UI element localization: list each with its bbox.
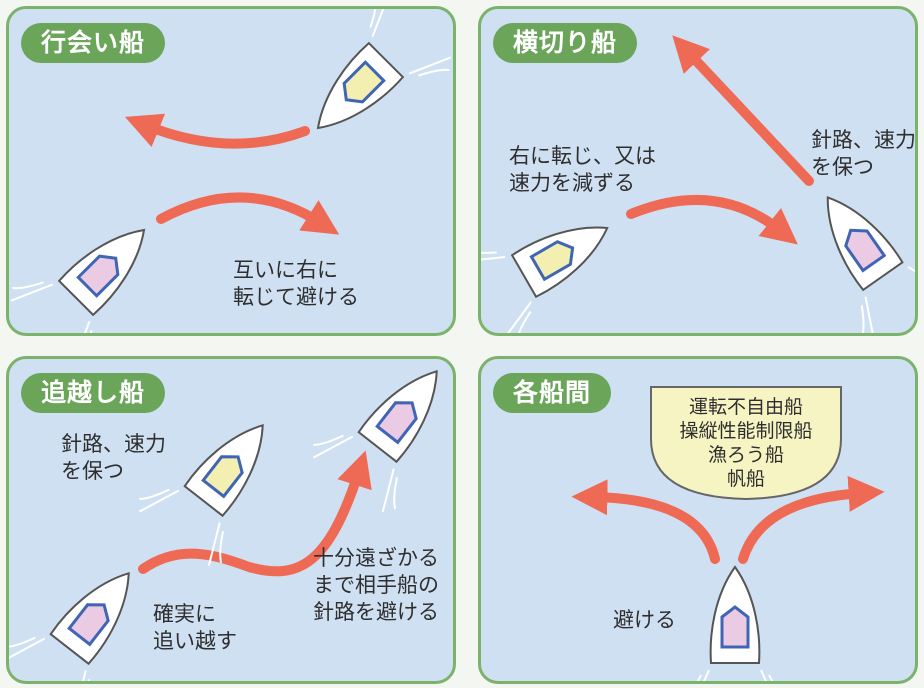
boat-crossing-give-way xyxy=(481,226,609,333)
panel-head-on: 行会い船 互いに右に 転じて避ける xyxy=(6,6,456,336)
head-on-caption: 互いに右に 転じて避ける xyxy=(233,258,359,309)
between-vessels-caption: 避ける xyxy=(613,608,676,632)
panel-between-vessels: 各船間 運転不自由船 操縦性能制限船 漁ろう船 帆船 避ける xyxy=(478,356,918,684)
overtaking-keep-clear-caption: 十分遠ざかる まで相手船の 針路を避ける xyxy=(313,546,439,624)
crossing-arrow-give-way xyxy=(626,194,798,245)
overtaking-caption: 確実に 追い越す xyxy=(153,602,237,653)
panel-crossing: 横切り船 右に転じ、又は 速力を減ずる 針路、速力 を保つ xyxy=(478,6,918,336)
boat-crossing-stand-on xyxy=(826,196,915,333)
crossing-scene xyxy=(481,35,915,333)
overtaking-scene xyxy=(9,369,438,681)
between-arrow-left xyxy=(571,479,720,564)
priority-vessels-dome xyxy=(650,386,842,501)
overtaking-arrow xyxy=(138,450,372,577)
boat-own-head-on xyxy=(10,228,146,333)
panel-overtaking: 追越し船 針路、速力 を保つ 確実に 追い越す 十分遠ざかる まで相手船の 針路… xyxy=(6,356,456,684)
between-arrow-right xyxy=(738,475,885,564)
boat-oncoming xyxy=(316,9,452,130)
head-on-arrow-lower xyxy=(156,192,340,235)
priority-vessel: 帆船 xyxy=(726,468,765,490)
priority-vessels-list: 運転不自由船 操縦性能制限船 漁ろう船 帆船 xyxy=(651,395,841,491)
boat-give-way xyxy=(696,565,774,681)
priority-vessel: 漁ろう船 xyxy=(707,444,784,466)
crossing-stand-on-caption: 針路、速力 を保つ xyxy=(811,128,916,179)
priority-vessel: 運転不自由船 xyxy=(688,396,803,418)
boat-overtaken xyxy=(138,423,264,567)
head-on-scene xyxy=(10,9,452,333)
boat-overtaking-start xyxy=(9,571,130,681)
boat-overtaking-end xyxy=(312,369,438,513)
priority-vessel: 操縦性能制限船 xyxy=(679,420,813,442)
panel-title-overtaking: 追越し船 xyxy=(21,373,166,413)
between-vessels-scene xyxy=(571,386,885,681)
overtaking-stand-on-caption: 針路、速力 を保つ xyxy=(61,432,166,483)
head-on-arrow-upper xyxy=(124,113,310,149)
panel-title-head-on: 行会い船 xyxy=(21,23,166,63)
crossing-arrow-stand-on xyxy=(672,35,814,186)
crossing-give-way-caption: 右に転じ、又は 速力を減ずる xyxy=(509,144,656,195)
panel-title-between-vessels: 各船間 xyxy=(493,373,612,413)
panel-title-crossing: 横切り船 xyxy=(493,23,638,63)
